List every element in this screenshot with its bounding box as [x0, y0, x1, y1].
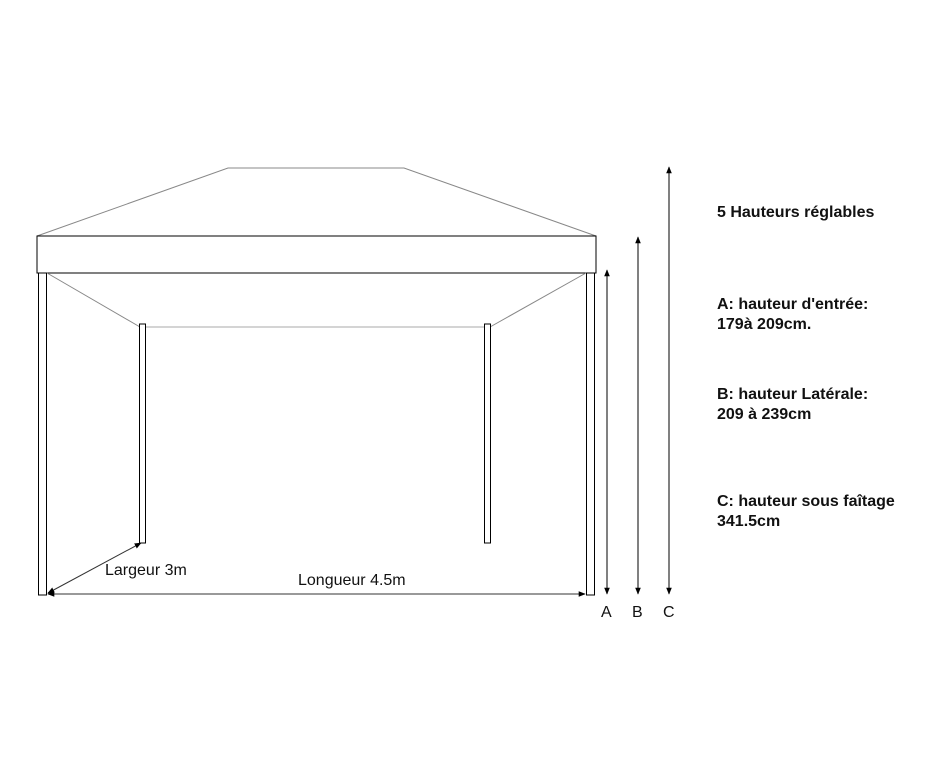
- width-arrow: [47, 542, 142, 594]
- width-label: Largeur 3m: [105, 562, 187, 579]
- height-a-line1: A: hauteur d'entrée:: [717, 296, 869, 313]
- height-c-line2: 341.5cm: [717, 513, 781, 530]
- height-a-line2: 179à 209cm.: [717, 316, 812, 333]
- front-right-leg: [586, 272, 595, 596]
- arrow-label-a: A: [601, 604, 612, 621]
- heights-title: 5 Hauteurs réglables: [717, 204, 875, 221]
- height-c-desc: C: hauteur sous faîtage 341.5cm: [717, 492, 895, 532]
- height-b-line2: 209 à 239cm: [717, 406, 812, 423]
- height-b-desc: B: hauteur Latérale: 209 à 239cm: [717, 385, 868, 425]
- front-left-leg: [38, 272, 47, 596]
- height-c-line1: C: hauteur sous faîtage: [717, 493, 895, 510]
- inner-frame: [46, 272, 587, 328]
- arrow-label-c: C: [663, 604, 675, 621]
- height-b-line1: B: hauteur Latérale:: [717, 386, 869, 403]
- roof: [36, 167, 597, 274]
- back-left-leg: [139, 323, 146, 544]
- arrow-label-b: B: [632, 604, 643, 621]
- length-label: Longueur 4.5m: [298, 572, 406, 589]
- height-a-desc: A: hauteur d'entrée: 179à 209cm.: [717, 295, 868, 335]
- back-right-leg: [484, 323, 491, 544]
